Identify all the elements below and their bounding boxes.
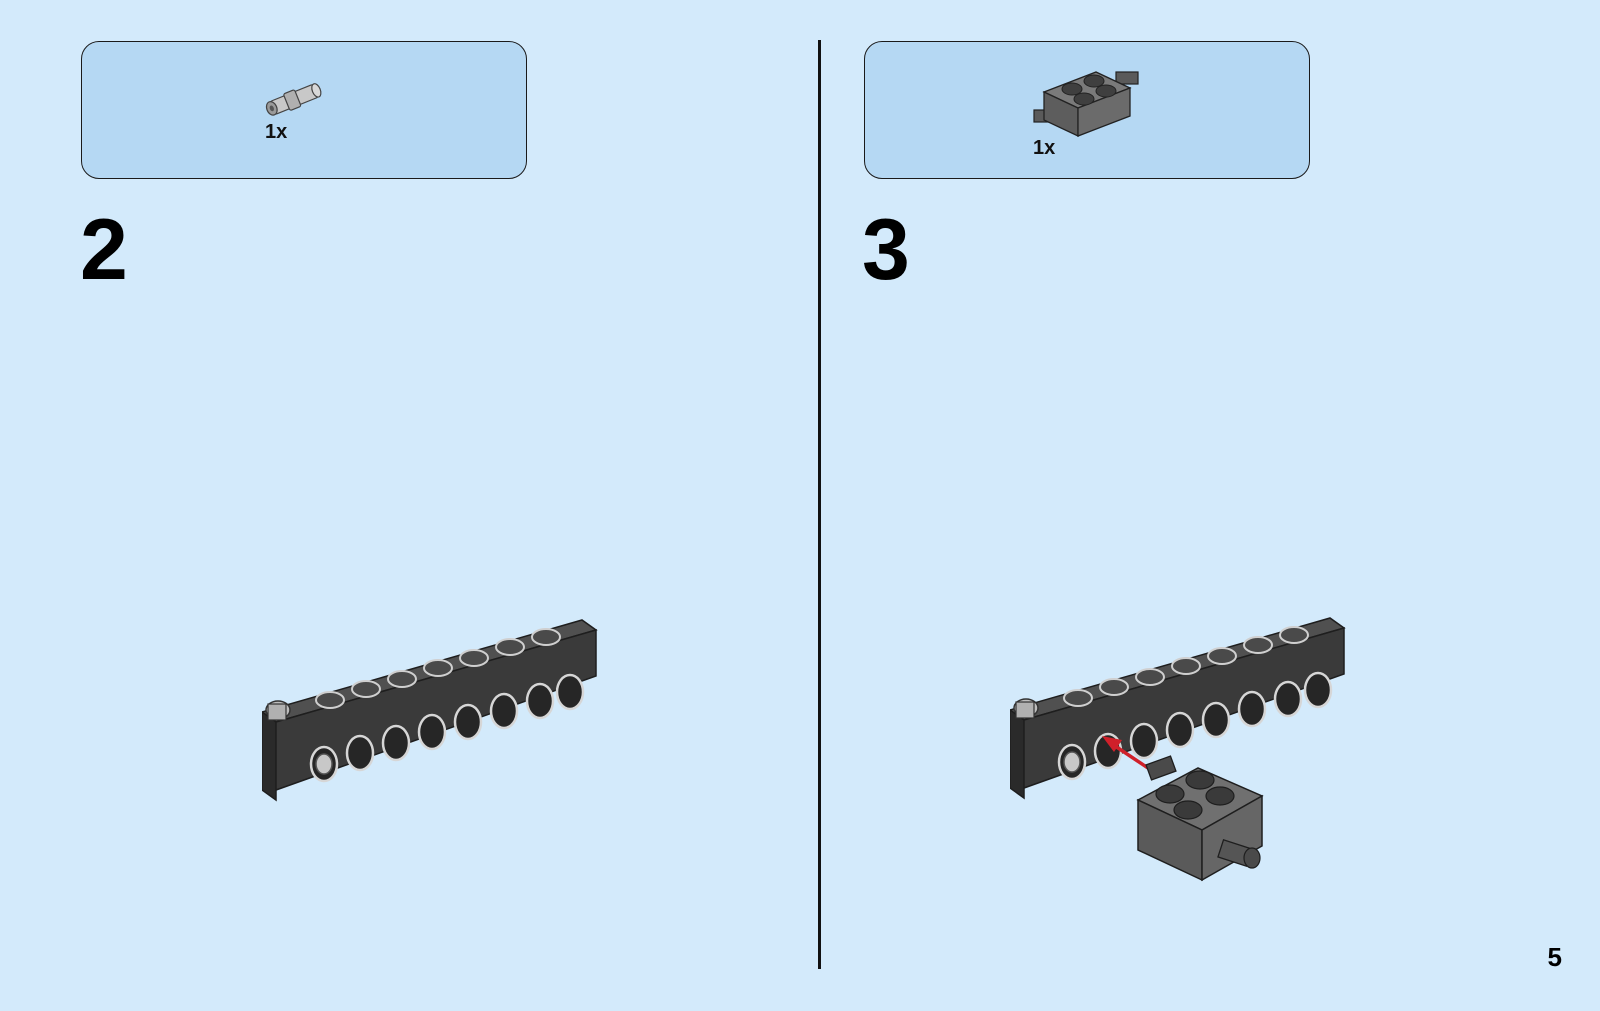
step-2-number: 2 [80,207,128,293]
page-divider [818,40,821,969]
step-3-technic-beam-assembly [1010,608,1355,908]
part-quantity: 1x [265,121,287,144]
axle-pin-icon [260,79,330,119]
brick-2x2-with-pins-icon [1030,64,1146,140]
part-quantity: 1x [1033,137,1055,160]
step-2-technic-beam-assembly [262,610,602,810]
step-3-parts-box: 1x [864,41,1310,179]
page-number: 5 [1548,942,1562,973]
step-2-parts-box: 1x [81,41,527,179]
step-3-number: 3 [862,207,910,293]
